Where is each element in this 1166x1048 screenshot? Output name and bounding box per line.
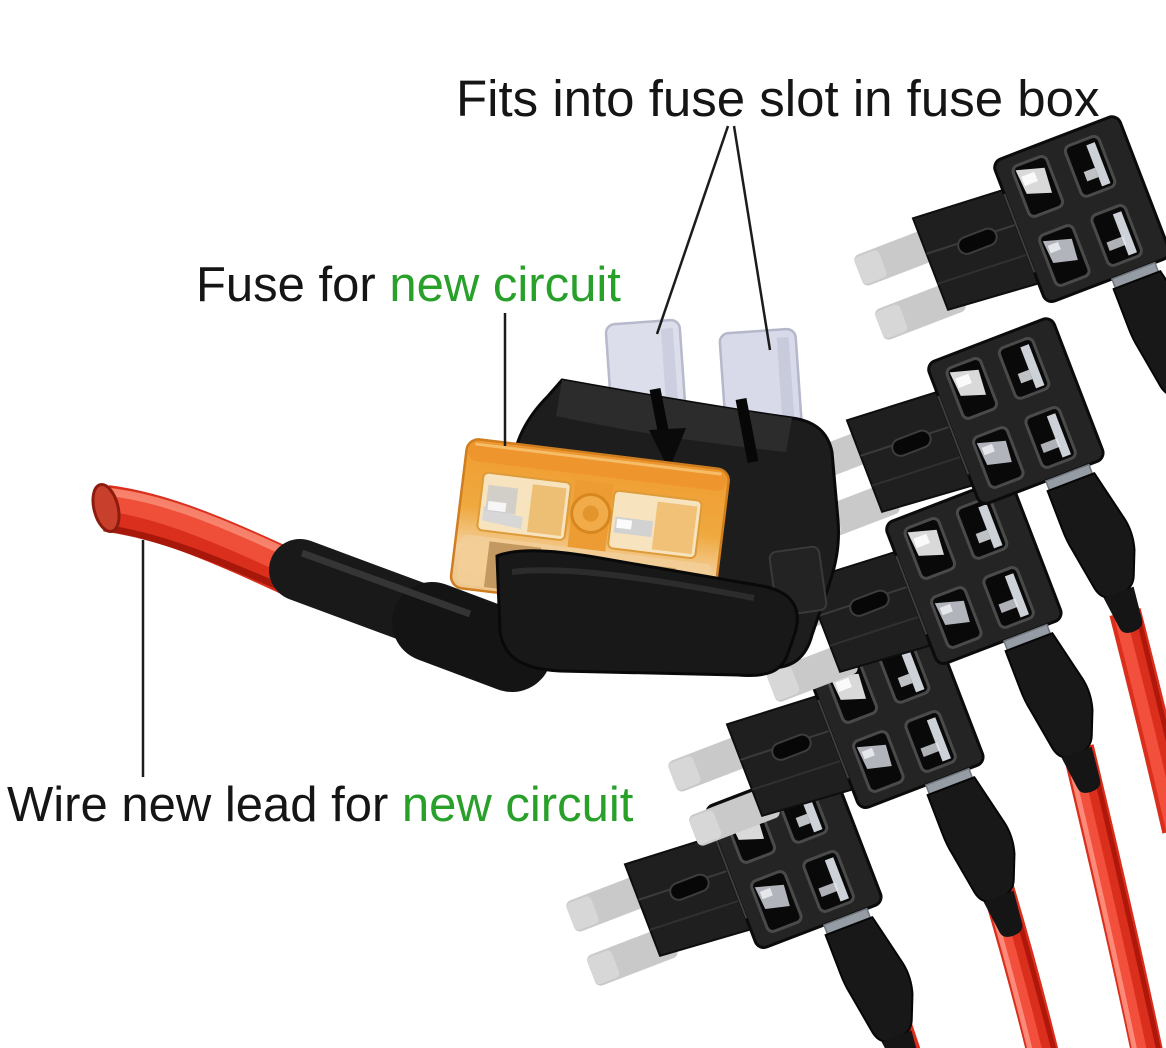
holder-slot-groove [735, 397, 759, 464]
label-highlight-green: new circuit [389, 258, 621, 312]
fuse-top-band [468, 441, 727, 491]
wire-new-lead-label: Wire new lead for new circuit [7, 780, 633, 831]
callout-line-right-blade [732, 125, 772, 351]
fuse-holder-front-lip [495, 549, 799, 677]
fuse-for-new-circuit-label: Fuse for new circuit [196, 260, 621, 311]
label-highlight-green: new circuit [401, 778, 634, 832]
wire-cut-end [91, 483, 121, 533]
fits-into-fuse-slot-label: Fits into fuse slot in fuse box [456, 72, 1099, 125]
holder-notch [649, 428, 686, 470]
main-fuse-tap-assembly [91, 318, 840, 692]
label-text: Wire new lead for [7, 778, 402, 832]
callout-line-left-blade [655, 125, 730, 335]
red-wire [1109, 608, 1166, 834]
label-text: Fuse for [196, 258, 390, 312]
callout-lines [141, 125, 772, 777]
holder-top-facet [556, 380, 792, 452]
wire-sleeve [269, 539, 552, 692]
red-wire [1062, 744, 1163, 1048]
label-text: Fits into fuse slot in fuse box [456, 70, 1100, 127]
